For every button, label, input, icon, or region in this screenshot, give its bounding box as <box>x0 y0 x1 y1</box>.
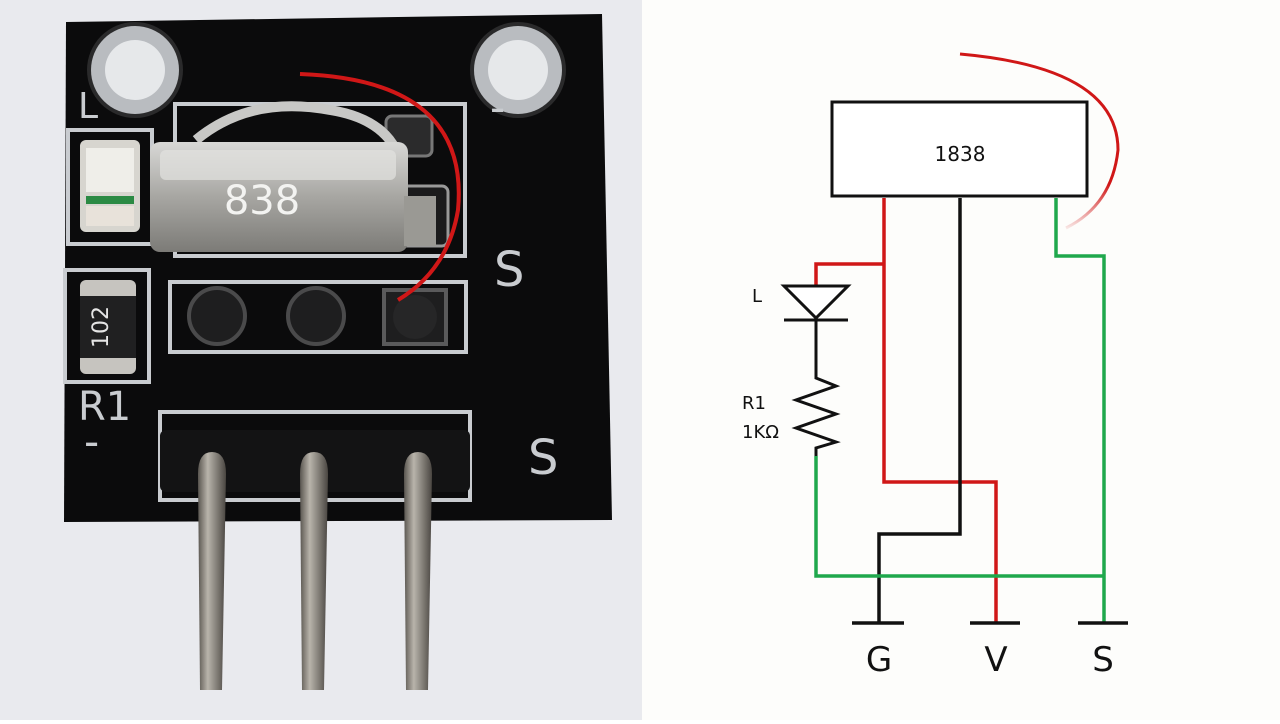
silk-label-s-lower: S <box>528 430 558 486</box>
ir-receiver: 838 <box>150 101 436 252</box>
resistor-name: R1 <box>742 393 766 414</box>
header-pins <box>198 452 432 690</box>
wire-ground <box>877 198 962 622</box>
pin-label-v: V <box>984 640 1007 680</box>
schematic: 1838 L R1 1KΩ G V S <box>642 0 1280 720</box>
pin-label-g: G <box>866 640 892 680</box>
ic-label: 1838 <box>935 142 986 166</box>
module-photo: 102 838 L R1 S S - - <box>0 0 642 720</box>
sensor-marking: 838 <box>224 178 300 224</box>
wire-led-anode <box>814 262 884 286</box>
mounting-hole-left <box>87 22 183 118</box>
wire-signal <box>1054 198 1106 622</box>
mounting-hole-right <box>470 22 566 118</box>
resistor-value: 1KΩ <box>742 422 779 443</box>
silk-label-s-upper: S <box>494 242 524 298</box>
schematic-drawing: 1838 L R1 1KΩ G V S <box>742 52 1128 680</box>
silk-minus-right: - <box>490 83 505 132</box>
silk-label-led: L <box>78 86 98 127</box>
silk-minus-left: - <box>84 417 99 466</box>
led-diode-symbol <box>780 284 852 370</box>
pin-label-s: S <box>1092 640 1114 680</box>
wire-power <box>882 198 998 622</box>
led-smd <box>80 140 140 232</box>
ic-box <box>830 100 1089 198</box>
sensor-arc <box>299 72 461 302</box>
resistor-symbol <box>791 370 841 456</box>
schematic-sensor-arc <box>959 52 1120 230</box>
through-hole-pads <box>187 286 448 346</box>
resistor-smd: 102 <box>80 280 136 374</box>
led-label: L <box>752 286 762 307</box>
silk-label-resistor: R1 <box>78 384 131 430</box>
wire-resistor-signal <box>814 456 1104 578</box>
resistor-marking: 102 <box>89 306 114 348</box>
module-photo-drawing: 102 838 L R1 S S - - <box>63 14 612 690</box>
